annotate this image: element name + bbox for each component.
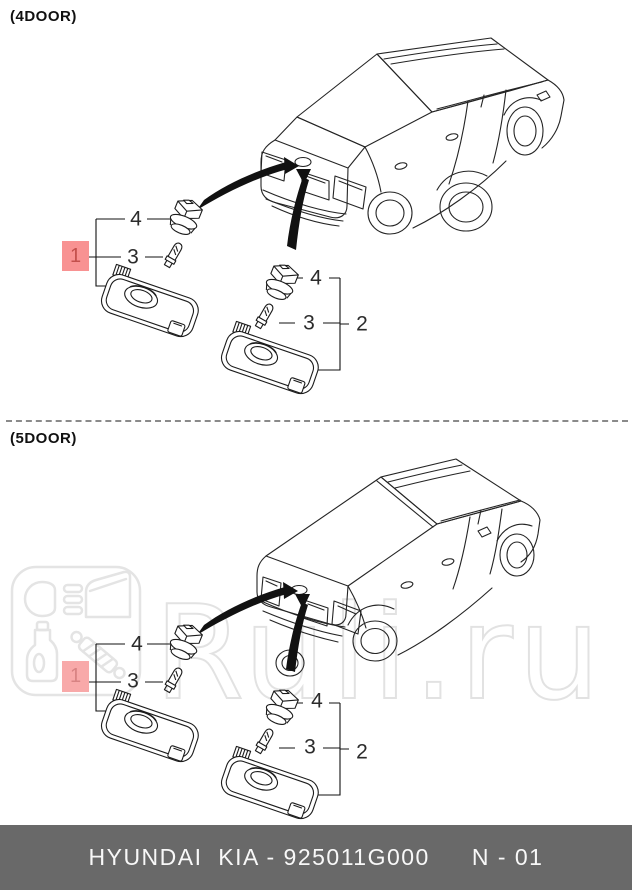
watermark-category-icons — [10, 565, 142, 697]
footer-page-code: N - 01 — [471, 844, 544, 870]
callout-number: 4 — [311, 689, 323, 713]
callout-number: 1 — [69, 665, 82, 687]
hatchback-body — [256, 458, 541, 677]
shock-absorber-icon — [70, 630, 126, 680]
sedan-body — [260, 37, 565, 235]
lamp-parts-cluster — [79, 619, 350, 823]
callout-number: 3 — [127, 245, 139, 269]
callout-number: 3 — [127, 669, 139, 693]
car-door-icon — [84, 570, 132, 619]
section-divider — [6, 420, 628, 422]
footer-catalog-number: HYUNDAI KIA - 925011G000 — [88, 844, 430, 870]
section-label-5door: (5DOOR) — [10, 430, 77, 447]
highlighted-part-callout[interactable]: 1 — [62, 661, 89, 692]
callout-number: 2 — [356, 312, 368, 336]
lamp-parts-cluster — [79, 194, 350, 398]
callout-number: 1 — [69, 244, 82, 267]
callout-number: 4 — [131, 632, 143, 656]
callout-number: 3 — [304, 735, 316, 759]
sedan-line-art — [79, 37, 565, 398]
location-arrow — [197, 582, 310, 672]
callout-number: 4 — [130, 207, 142, 231]
headlamp-icon — [23, 580, 57, 618]
location-arrow — [197, 157, 311, 250]
section-label-4door: (4DOOR) — [10, 8, 77, 25]
callout-number: 2 — [356, 740, 368, 764]
callout-number: 3 — [303, 311, 315, 335]
hatchback-line-art — [10, 458, 541, 823]
callout-number: 4 — [310, 266, 322, 290]
catalog-footer-bar: HYUNDAI KIA - 925011G000 N - 01 — [0, 825, 632, 890]
highlighted-part-callout[interactable]: 1 — [62, 241, 89, 271]
oil-jug-icon — [25, 620, 59, 683]
